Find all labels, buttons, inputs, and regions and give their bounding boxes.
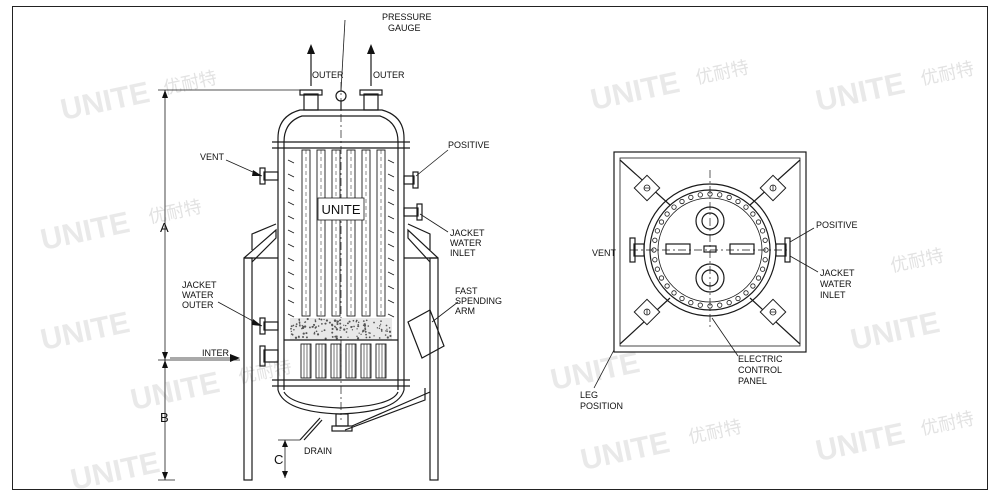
svg-text:UNITE: UNITE xyxy=(128,366,223,417)
watermark: UNITE 优耐特 xyxy=(588,57,751,117)
dimension-lines: A B C xyxy=(158,89,300,481)
inter-label: INTER xyxy=(202,348,230,358)
top-nozzles: OUTER OUTER PRESSURE GAUGE xyxy=(299,12,434,111)
jacket-water-inlet-label: JACKET WATER INLET xyxy=(450,228,487,258)
fast-spending-arm-label: FAST SPENDING ARM xyxy=(455,286,505,316)
leg-pad xyxy=(759,298,787,326)
svg-text:UNITE: UNITE xyxy=(38,206,133,257)
jacket-water-outer-label: JACKET WATER OUTER xyxy=(182,280,219,310)
watermark: UNITE 优耐特 xyxy=(128,357,294,418)
watermark: UNITE 优耐特 xyxy=(813,58,976,118)
svg-text:UNITE: UNITE xyxy=(813,67,908,118)
filter-candle xyxy=(300,149,312,379)
top-jacket-water-inlet-label: JACKET WATER INLET xyxy=(820,268,857,300)
svg-text:UNITE: UNITE xyxy=(848,306,943,357)
positive-label: POSITIVE xyxy=(448,140,490,150)
filter-cake-area xyxy=(284,317,398,341)
filter-candle xyxy=(345,149,357,379)
top-view: VENT POSITIVE JACKET WATER INLET ELECTRI… xyxy=(580,151,858,411)
vent-label: VENT xyxy=(200,152,225,162)
svg-text:UNITE: UNITE xyxy=(58,76,153,127)
svg-text:UNITE: UNITE xyxy=(813,417,908,468)
outer-right-label: OUTER xyxy=(373,70,405,80)
top-nozzle xyxy=(695,263,725,293)
leg-position-label: LEG POSITION xyxy=(580,390,623,411)
top-positive-label: POSITIVE xyxy=(816,220,858,230)
svg-text:优耐特: 优耐特 xyxy=(919,58,976,90)
watermark: UNITE 优耐特 xyxy=(578,417,744,478)
watermark: UNITE 优耐特 xyxy=(813,408,976,468)
dimension-b-label: B xyxy=(160,410,169,425)
filter-candle xyxy=(330,149,342,379)
watermark: UNITE xyxy=(38,306,133,357)
drawing-frame xyxy=(12,6,988,490)
base-frame xyxy=(613,151,807,353)
svg-text:优耐特: 优耐特 xyxy=(919,408,976,440)
filter-candles xyxy=(287,149,395,379)
svg-text:优耐特: 优耐特 xyxy=(889,245,946,277)
leg-pad xyxy=(633,174,661,202)
filter-candle xyxy=(360,149,372,379)
svg-text:优耐特: 优耐特 xyxy=(694,57,751,89)
filter-candle xyxy=(375,149,387,379)
watermark: UNITE 优耐特 xyxy=(58,68,219,127)
watermark: UNITE xyxy=(68,446,163,497)
filter-candle xyxy=(315,149,327,379)
side-nozzles: VENT POSITIVE JACKET WATER INLET JACKET … xyxy=(170,140,505,456)
svg-text:优耐特: 优耐特 xyxy=(147,197,204,229)
electric-control-panel-label: ELECTRIC CONTROL PANEL xyxy=(738,354,785,386)
svg-text:UNITE: UNITE xyxy=(578,426,673,477)
svg-text:UNITE: UNITE xyxy=(38,306,133,357)
support-legs xyxy=(243,223,439,481)
front-view: A B C xyxy=(158,12,505,481)
svg-text:UNITE: UNITE xyxy=(588,66,683,117)
dimension-a-label: A xyxy=(160,220,169,235)
pressure-gauge-label: PRESSURE GAUGE xyxy=(382,12,434,33)
drain-label: DRAIN xyxy=(304,446,332,456)
top-vent-label: VENT xyxy=(592,248,617,258)
svg-text:UNITE: UNITE xyxy=(68,446,163,497)
dimension-c-label: C xyxy=(274,452,283,467)
outer-left-label: OUTER xyxy=(312,70,344,80)
top-nozzle xyxy=(695,206,725,236)
svg-text:优耐特: 优耐特 xyxy=(162,68,219,100)
tank-logo-label: UNITE xyxy=(322,202,361,217)
watermark: UNITE 优耐特 xyxy=(38,197,204,258)
leg-pad xyxy=(633,298,661,326)
watermark: UNITE xyxy=(848,306,943,357)
svg-text:优耐特: 优耐特 xyxy=(687,417,744,449)
leg-pad xyxy=(759,174,787,202)
watermark: 优耐特 xyxy=(889,245,946,277)
